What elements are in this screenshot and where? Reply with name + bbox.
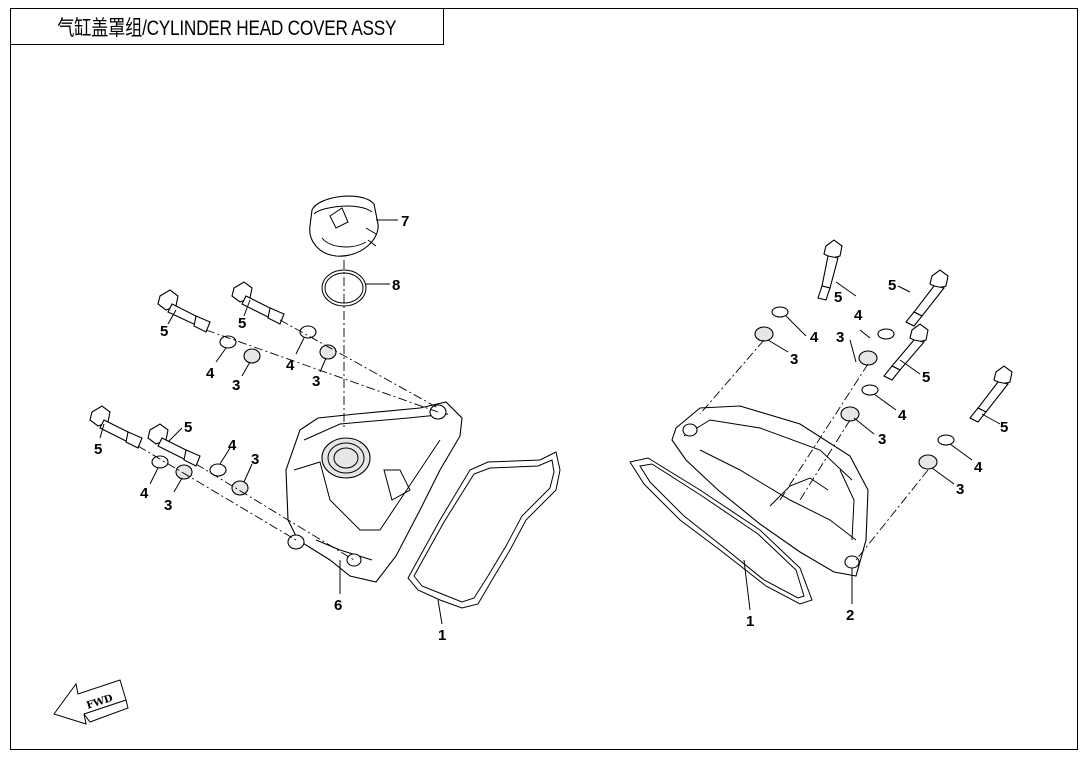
grommet <box>243 348 261 364</box>
callout-5: 5 <box>184 419 192 436</box>
callout-1: 1 <box>746 613 754 630</box>
callout-4: 4 <box>286 357 295 374</box>
callout-2: 2 <box>846 607 854 624</box>
callout-3: 3 <box>232 377 240 394</box>
washer <box>151 455 169 469</box>
flange-bolt <box>817 239 843 301</box>
callout-labels: 7 8 5 5 4 3 4 3 5 5 4 3 4 3 6 1 5 5 4 3 … <box>94 213 1008 644</box>
callout-1: 1 <box>438 627 446 644</box>
callout-4: 4 <box>810 329 819 346</box>
callout-3: 3 <box>251 451 259 468</box>
callout-5: 5 <box>834 289 842 306</box>
grommet <box>918 454 938 470</box>
grommet <box>754 326 774 342</box>
callout-5: 5 <box>94 441 102 458</box>
washer <box>877 328 895 340</box>
flange-bolt <box>157 289 211 333</box>
fwd-arrow-icon: FWD <box>53 679 129 725</box>
oil-filler-cap <box>309 195 379 257</box>
callout-4: 4 <box>974 459 983 476</box>
flange-bolt <box>905 269 949 327</box>
callout-4: 4 <box>206 365 215 382</box>
washer <box>209 463 227 477</box>
callout-4: 4 <box>898 407 907 424</box>
washer <box>219 335 237 349</box>
callout-3: 3 <box>956 481 964 498</box>
grommet <box>858 350 878 366</box>
cylinder-head-cover-right <box>671 405 869 577</box>
washer <box>299 325 317 339</box>
callout-3: 3 <box>878 431 886 448</box>
flange-bolt <box>147 423 201 467</box>
cover-gasket-right <box>629 457 813 605</box>
flange-bolt <box>969 365 1013 423</box>
washer <box>937 434 955 446</box>
callout-5: 5 <box>238 315 246 332</box>
grommet <box>840 406 860 422</box>
callout-3: 3 <box>790 351 798 368</box>
callout-4: 4 <box>140 485 149 502</box>
leader-lines <box>99 219 1001 625</box>
washer <box>771 306 789 318</box>
callout-8: 8 <box>392 277 400 294</box>
callout-4: 4 <box>854 307 863 324</box>
callout-3: 3 <box>164 497 172 514</box>
title-block: 气缸盖罩组/CYLINDER HEAD COVER ASSY <box>10 8 444 45</box>
callout-7: 7 <box>401 213 409 230</box>
callout-5: 5 <box>922 369 930 386</box>
callout-3: 3 <box>312 373 320 390</box>
callout-5: 5 <box>160 323 168 340</box>
callout-3: 3 <box>836 329 844 346</box>
flange-bolt <box>89 405 143 449</box>
grommet <box>175 464 193 480</box>
diagram-title: 气缸盖罩组/CYLINDER HEAD COVER ASSY <box>57 16 397 40</box>
cylinder-head-cover-left <box>285 401 463 583</box>
drawing-frame <box>10 8 1078 750</box>
callout-4: 4 <box>228 437 237 454</box>
callout-5: 5 <box>1000 419 1008 436</box>
cover-gasket-left <box>407 451 561 609</box>
flange-bolt <box>883 323 929 381</box>
grommet <box>231 480 249 496</box>
washer <box>861 384 879 396</box>
callout-5: 5 <box>888 277 896 294</box>
callout-6: 6 <box>334 597 342 614</box>
